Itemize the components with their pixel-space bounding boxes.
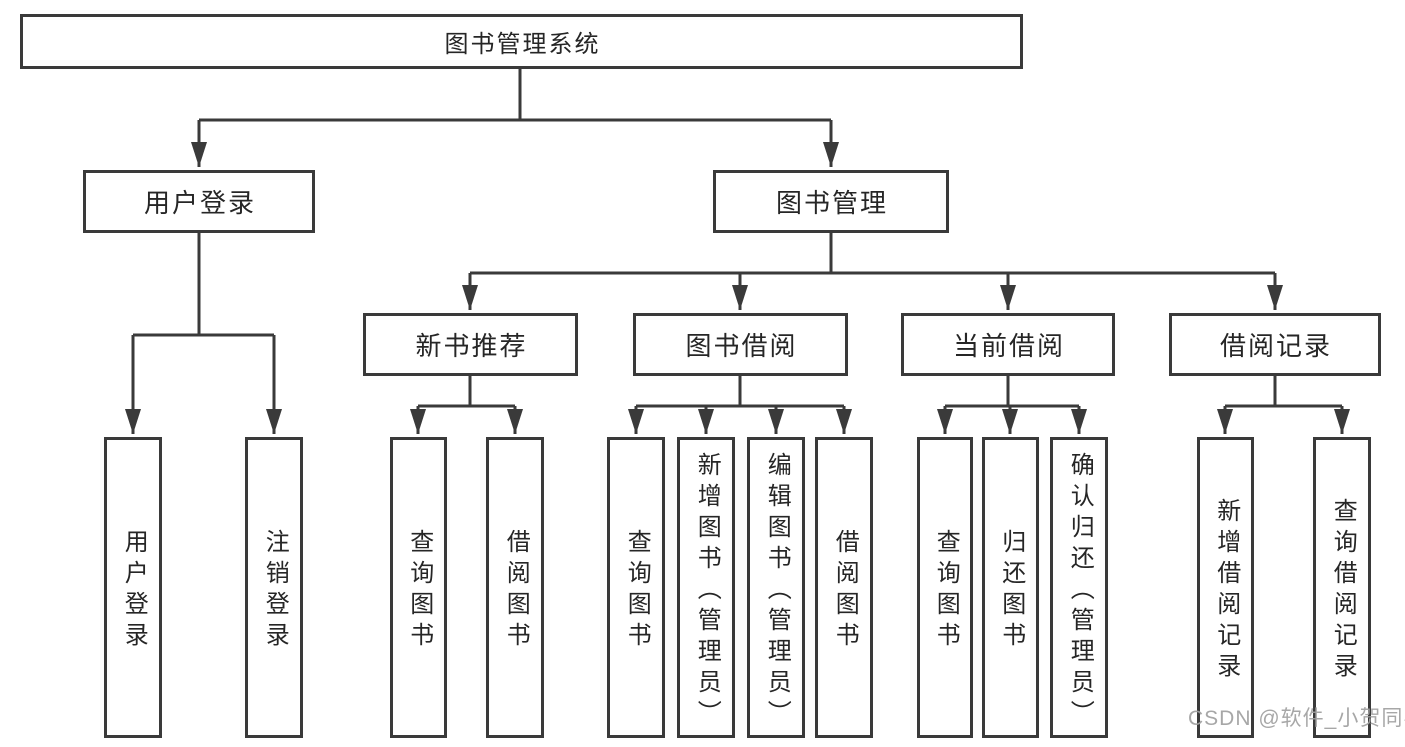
leaf-edit-books-admin: 编辑图书（管理员） (747, 437, 805, 738)
node-book-borrow: 图书借阅 (633, 313, 848, 376)
leaf-query-borrow-record: 查询借阅记录 (1313, 437, 1371, 738)
branch-root (199, 69, 831, 122)
leaf-user-login-label: 用户登录 (120, 529, 148, 653)
branch-current-borrow (945, 376, 1079, 408)
leaf-add-borrow-record: 新增借阅记录 (1197, 437, 1254, 738)
node-borrow-records: 借阅记录 (1169, 313, 1381, 376)
leaf-add-books-admin: 新增图书（管理员） (677, 437, 735, 738)
branch-book-borrow (636, 376, 844, 408)
branch-user-login (133, 233, 274, 337)
leaf-return-books: 归还图书 (982, 437, 1039, 738)
node-new-book-recommend: 新书推荐 (363, 313, 578, 376)
leaf-logout: 注销登录 (245, 437, 303, 738)
leaf-user-login: 用户登录 (104, 437, 162, 738)
node-current-borrow: 当前借阅 (901, 313, 1115, 376)
leaf-borrow-books: 借阅图书 (815, 437, 873, 738)
leaf-query-books-recommend: 查询图书 (390, 437, 447, 738)
leaf-borrow-books-recommend: 借阅图书 (486, 437, 544, 738)
node-user-login: 用户登录 (83, 170, 315, 233)
branch-book-management (470, 233, 1275, 275)
branch-new-book-recommend (418, 376, 515, 408)
node-book-management: 图书管理 (713, 170, 949, 233)
branch-borrow-records (1225, 376, 1342, 408)
leaf-query-books-current: 查询图书 (917, 437, 973, 738)
leaf-logout-label: 注销登录 (261, 529, 289, 653)
node-root: 图书管理系统 (20, 14, 1023, 69)
csdn-watermark: CSDN @软件_小贺同学 (1188, 707, 1405, 730)
leaf-query-books-borrow: 查询图书 (607, 437, 665, 738)
leaf-confirm-return-admin: 确认归还（管理员） (1050, 437, 1108, 738)
